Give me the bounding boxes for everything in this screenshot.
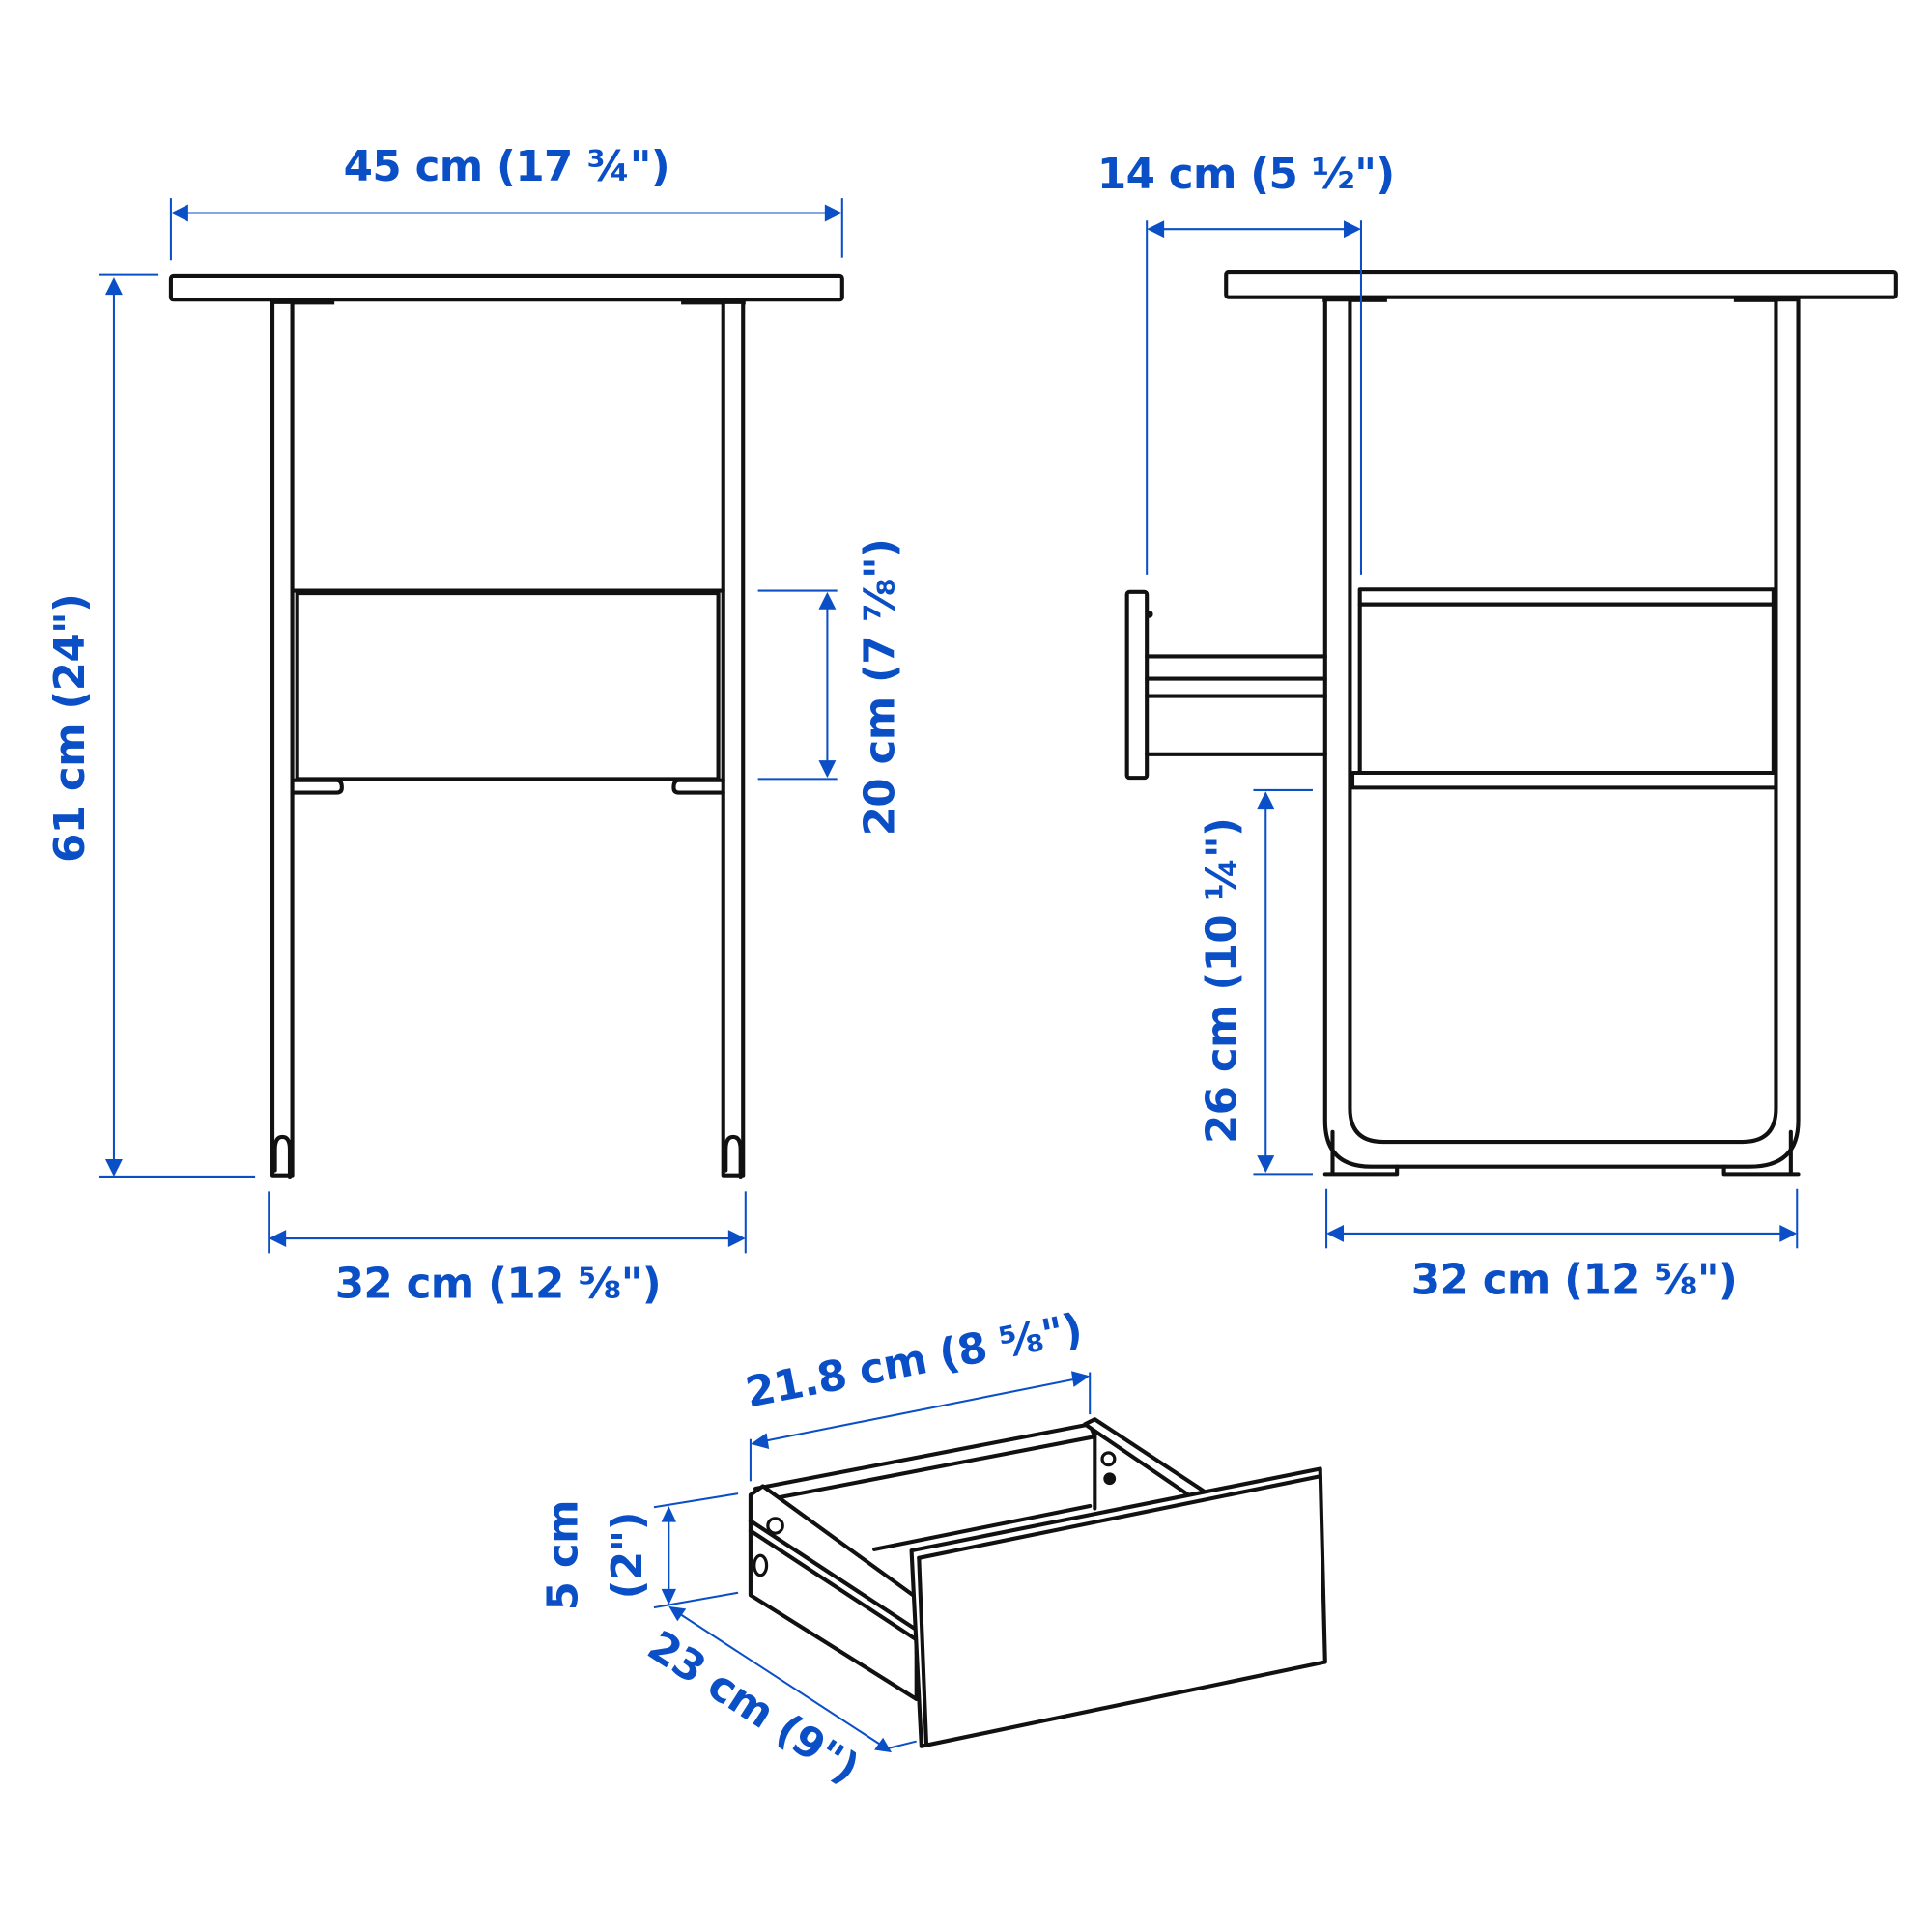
arrow-icon (269, 1230, 287, 1248)
screw-icon (1103, 1472, 1117, 1486)
drawer-bottom-back (872, 1503, 1093, 1551)
label-shelf-height: 26 cm (10 ¼") (1198, 818, 1246, 1144)
drawer-front-panel (909, 1466, 1327, 1748)
front-foot-right (724, 1134, 743, 1179)
label-drawer-height: 20 cm (7 ⅞") (857, 539, 905, 837)
dim-line-inner-width (754, 1376, 1086, 1444)
screw-hole-icon (1100, 1451, 1117, 1467)
label-drawer-height-in: (2") (604, 1512, 652, 1599)
front-runner-left (290, 778, 344, 795)
label-total-height: 61 cm (24") (46, 594, 95, 863)
dim-ext-line (886, 1740, 917, 1750)
drawer-left-runner (748, 1528, 919, 1642)
arrow-icon (104, 1159, 123, 1177)
drawer-front-side-edge (917, 1555, 929, 1747)
arrow-icon (727, 1230, 746, 1248)
label-drawer-extension: 14 cm (5 ½") (1097, 151, 1395, 199)
side-view: 14 cm (5 ½") 26 cm (10 ¼") 32 cm (12 ⅝") (1097, 151, 1898, 1305)
front-top-bracket-right (681, 299, 746, 305)
arrow-icon (1257, 791, 1275, 810)
arrow-icon (1779, 1224, 1798, 1242)
dim-ext-line (653, 1492, 739, 1509)
dim-line-drawer-depth (672, 1608, 888, 1750)
label-base-depth: 32 cm (12 ⅝") (1411, 1257, 1737, 1305)
arrow-icon (104, 277, 123, 296)
front-runner-right (671, 778, 725, 795)
arrow-icon (824, 204, 842, 222)
side-u-frame (1322, 298, 1801, 1169)
front-tabletop (168, 273, 844, 302)
label-inner-width: 21.8 cm (8 ⅝") (742, 1305, 1086, 1417)
front-drawer-face (295, 591, 721, 781)
arrow-icon (1344, 220, 1361, 239)
drawer-knob-icon (1145, 611, 1153, 618)
dim-ext-line (653, 1591, 739, 1609)
side-top-bracket-right (1733, 297, 1799, 302)
arrow-icon (1326, 1224, 1345, 1242)
screw-hole-icon (753, 1553, 769, 1577)
front-top-bracket-left (270, 299, 335, 305)
arrow-icon (874, 1737, 893, 1753)
front-leg-left (270, 299, 295, 1178)
arrow-icon (661, 1505, 676, 1522)
drawer-back-rail (753, 1422, 1097, 1503)
side-tabletop (1224, 270, 1898, 299)
label-drawer-height-cm: 5 cm (539, 1500, 587, 1610)
arrow-icon (170, 204, 188, 222)
arrow-icon (1070, 1371, 1091, 1387)
arrow-icon (818, 760, 837, 779)
front-view: 45 cm (17 ¾") 61 cm (24") 20 cm (7 ⅞") 3… (46, 143, 904, 1308)
arrow-icon (818, 591, 837, 610)
side-shelf (1350, 770, 1778, 790)
side-foot-right (1721, 1129, 1801, 1177)
front-leg-right (721, 299, 746, 1178)
label-top-width: 45 cm (17 ¾") (344, 143, 669, 191)
arrow-icon (661, 1588, 676, 1605)
side-drawer-top-rail (1357, 587, 1776, 607)
side-top-bracket-left (1322, 297, 1387, 302)
side-drawer-body (1357, 602, 1776, 776)
arrow-icon (750, 1433, 770, 1449)
drawer-view: 21.8 cm (8 ⅝") 5 cm (2") 23 cm (9") (539, 1305, 1327, 1793)
arrow-icon (668, 1605, 687, 1622)
side-drawer-front (1124, 589, 1150, 781)
screw-hole-icon (766, 1517, 784, 1535)
side-foot-left (1322, 1129, 1400, 1177)
arrow-icon (1257, 1155, 1275, 1174)
drawer-left-runner (748, 1519, 919, 1633)
label-base-width: 32 cm (12 ⅝") (335, 1261, 661, 1309)
drawer-front-top-edge (917, 1474, 1322, 1560)
front-foot-left (272, 1134, 293, 1179)
arrow-icon (1147, 220, 1165, 239)
